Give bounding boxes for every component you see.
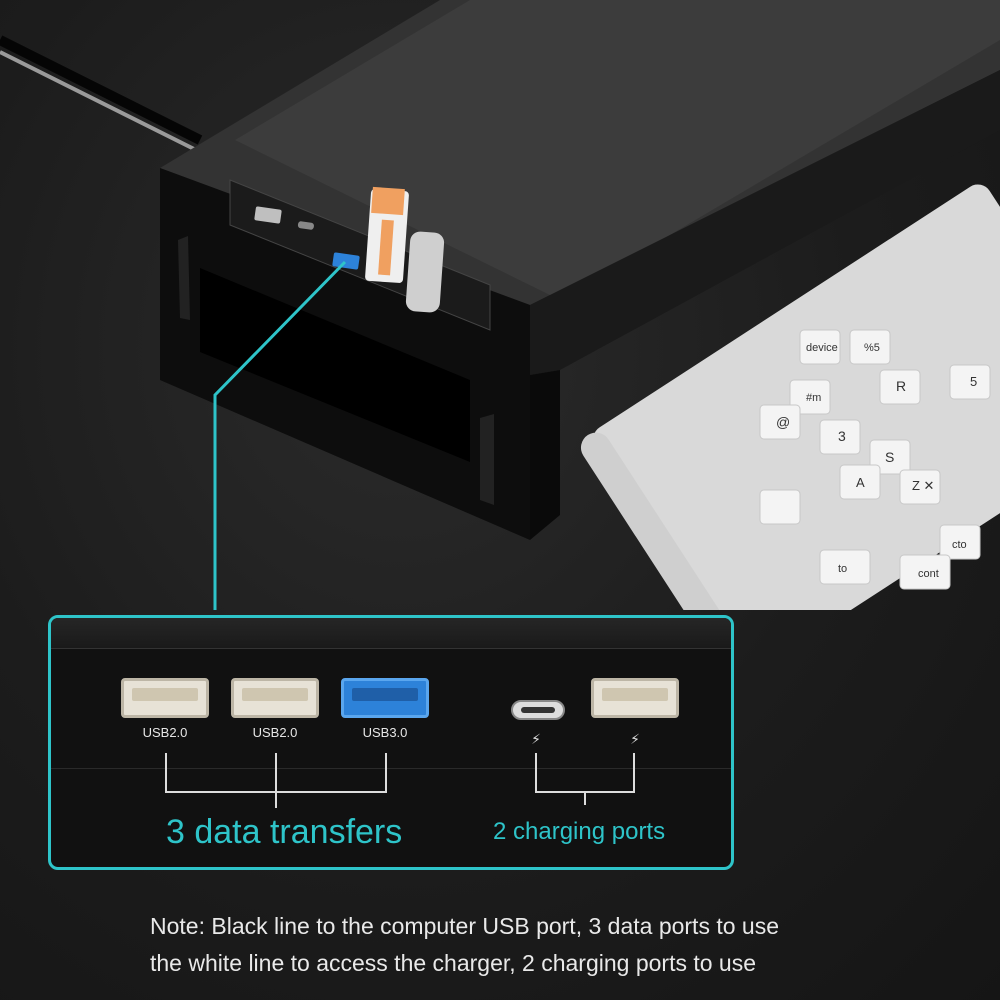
- key-label: S: [885, 449, 894, 465]
- bracket-line: [275, 753, 277, 808]
- key-label: @: [776, 414, 790, 430]
- port-label: USB2.0: [252, 725, 298, 740]
- usb-a-charging-port-icon: [591, 678, 679, 718]
- key-label: 5: [970, 374, 977, 389]
- port-label: USB3.0: [362, 725, 408, 740]
- bracket-line: [535, 753, 537, 793]
- lightning-bolt-icon: ⚡: [531, 732, 541, 748]
- key-label: #m: [806, 392, 821, 404]
- lightning-bolt-icon: ⚡: [630, 732, 640, 748]
- panel-divider: [51, 768, 731, 769]
- usb2-port-icon: [121, 678, 209, 718]
- key-label: Z ✕: [912, 478, 934, 493]
- bracket-line: [584, 791, 586, 805]
- key-label: device: [806, 342, 838, 354]
- key-label: cto: [952, 539, 967, 551]
- data-transfer-caption: 3 data transfers: [166, 813, 403, 851]
- key-label: A: [856, 475, 865, 490]
- key-label: cont: [918, 568, 939, 580]
- note-text: Note: Black line to the computer USB por…: [150, 908, 950, 982]
- port-label: USB2.0: [142, 725, 188, 740]
- bracket-line: [165, 791, 387, 793]
- key-label: %5: [864, 342, 880, 354]
- usb3-port-icon: [341, 678, 429, 718]
- bracket-line: [633, 753, 635, 793]
- usb-c-port-icon: [511, 700, 565, 720]
- port-callout-panel: USB2.0 USB2.0 USB3.0 ⚡ ⚡ 3 data transfer…: [48, 615, 734, 870]
- usb2-port-icon: [231, 678, 319, 718]
- monitor-stand-scene: device %5 R 5 #m @ 3 S A Z ✕ cto to cont: [0, 0, 1000, 610]
- charging-caption: 2 charging ports: [493, 818, 666, 845]
- note-line-1: Note: Black line to the computer USB por…: [150, 913, 779, 939]
- key-label: to: [838, 563, 847, 575]
- key-label: R: [896, 378, 906, 394]
- note-line-2: the white line to access the charger, 2 …: [150, 950, 757, 976]
- key-label: 3: [838, 428, 846, 444]
- panel-top-edge: [51, 618, 731, 649]
- bracket-line: [385, 753, 387, 793]
- bracket-line: [165, 753, 167, 793]
- bracket-line: [535, 791, 635, 793]
